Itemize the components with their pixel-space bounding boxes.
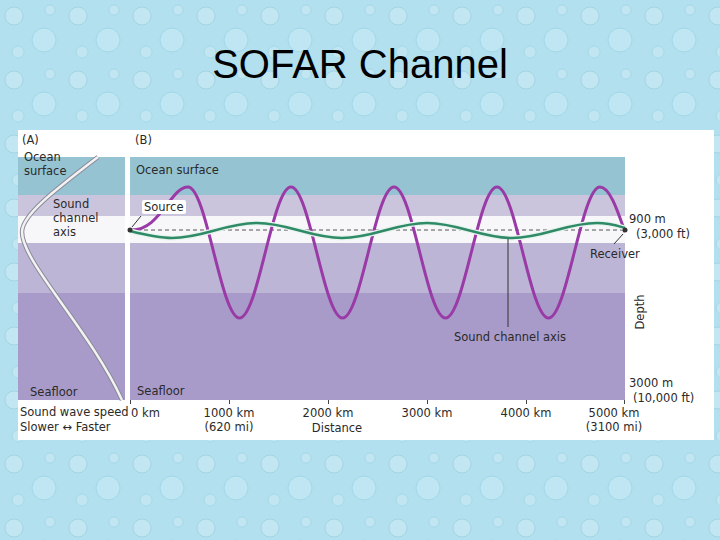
panel-letter: (B) <box>135 133 152 147</box>
axis-title: Distance <box>312 421 362 435</box>
middle-band <box>130 243 625 293</box>
depth-value: 900 m <box>629 212 666 226</box>
tick-label: 5000 km <box>589 406 640 420</box>
section-column <box>128 157 628 400</box>
speed-profile-curve <box>22 157 122 400</box>
depth-value: (10,000 ft) <box>633 391 694 405</box>
layer-label: Ocean surface <box>24 150 67 178</box>
callout-label: Sound channel axis <box>454 330 566 344</box>
source-point <box>128 228 133 233</box>
axis-leader <box>508 239 509 327</box>
figure-panel <box>18 130 714 440</box>
deep-band <box>18 293 125 400</box>
axis-title: Sound wave speed <box>20 405 129 419</box>
axial-ray-path <box>130 223 625 238</box>
axial-ray-halo <box>130 223 625 238</box>
receiver-leader <box>614 234 623 244</box>
layer-label: Seafloor <box>137 384 184 398</box>
tick-label: 3000 km <box>402 406 453 420</box>
tick-label: 0 km <box>131 406 160 420</box>
panel-letter: (A) <box>22 133 39 147</box>
axis-title: Depth <box>633 294 647 329</box>
distance-ticks <box>131 400 625 404</box>
tick-mark <box>229 400 230 404</box>
deep-band <box>130 293 625 400</box>
tick-label: (620 mi) <box>205 420 254 434</box>
callout-label: Receiver <box>590 247 640 261</box>
layer-label: Seafloor <box>30 385 77 399</box>
tick-label: 1000 km <box>204 406 255 420</box>
receiver-point <box>623 228 628 233</box>
layer-label: Ocean surface <box>136 163 219 177</box>
profile-column <box>18 157 125 400</box>
slide-title: SOFAR Channel <box>0 40 720 88</box>
depth-value: (3,000 ft) <box>636 227 690 241</box>
axis-title: Slower ↔ Faster <box>20 420 111 434</box>
middle-band <box>18 243 125 293</box>
source-leader <box>132 216 141 227</box>
tick-mark <box>526 400 527 404</box>
tick-mark <box>624 400 625 404</box>
surface-band <box>130 157 625 195</box>
depth-value: 3000 m <box>629 376 673 390</box>
tick-mark <box>328 400 329 404</box>
layer-label: Sound channel axis <box>53 197 99 239</box>
callout-label: Source <box>142 200 186 214</box>
steep-ray-path <box>130 187 625 318</box>
tick-mark <box>130 400 131 404</box>
tick-label: 4000 km <box>501 406 552 420</box>
speed-profile-outline <box>22 157 122 400</box>
tick-mark <box>427 400 428 404</box>
tick-label: (3100 mi) <box>586 420 642 434</box>
tick-label: 2000 km <box>303 406 354 420</box>
